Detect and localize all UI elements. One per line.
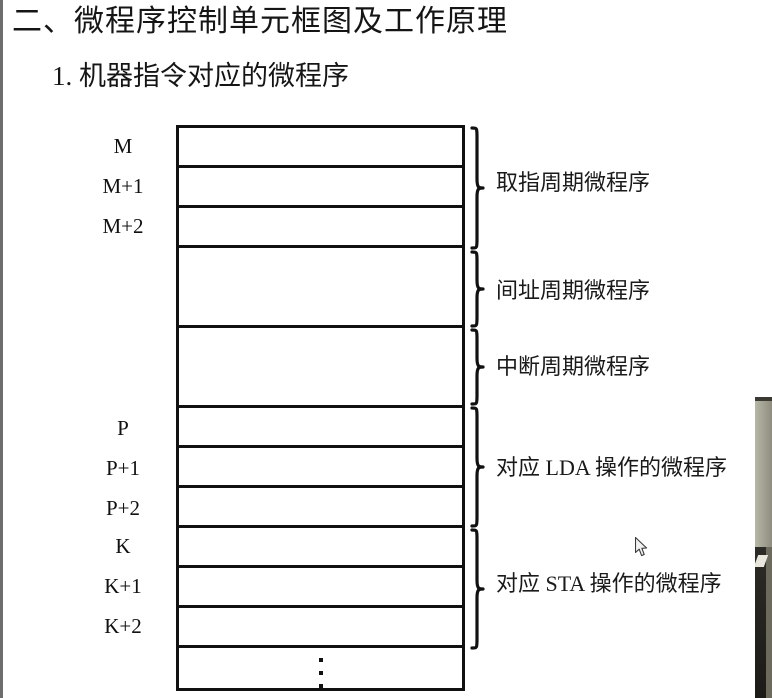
group-annotation-label: 对应 LDA 操作的微程序	[496, 455, 728, 480]
group-annotation-label: 取指周期微程序	[496, 170, 651, 195]
memory-row	[179, 168, 462, 208]
page-subtitle: 1. 机器指令对应的微程序	[52, 61, 349, 91]
memory-address-label: M	[113, 134, 133, 158]
page-title: 二、微程序控制单元框图及工作原理	[12, 5, 508, 38]
memory-row	[179, 248, 462, 328]
memory-address-label: M+2	[102, 214, 144, 238]
memory-row	[179, 328, 462, 408]
memory-row	[179, 208, 462, 248]
memory-address-label: P	[117, 416, 129, 440]
video-overlay[interactable]	[755, 397, 772, 698]
mouse-cursor-icon	[634, 536, 649, 557]
memory-address-label: P+2	[105, 496, 141, 520]
group-brace-icon	[468, 250, 490, 328]
video-overlay-top-band	[755, 397, 772, 401]
memory-row	[179, 128, 462, 168]
memory-row	[179, 528, 462, 568]
memory-address-label: K	[115, 534, 131, 558]
memory-row	[179, 608, 462, 648]
group-annotation-label: 对应 STA 操作的微程序	[496, 571, 722, 596]
video-overlay-shadow	[766, 547, 772, 698]
memory-address-label: M+1	[102, 174, 144, 198]
group-brace-icon	[468, 328, 490, 406]
video-overlay-upper-area	[755, 401, 772, 547]
memory-address-label: P+1	[105, 456, 141, 480]
vertical-ellipsis-icon	[179, 658, 462, 697]
memory-row	[179, 648, 462, 688]
group-brace-icon	[468, 406, 490, 528]
memory-address-label: K+2	[104, 614, 142, 638]
video-frame-left-edge	[0, 0, 3, 698]
group-annotation-label: 间址周期微程序	[496, 278, 651, 303]
memory-row	[179, 488, 462, 528]
memory-row	[179, 568, 462, 608]
memory-address-label: K+1	[104, 574, 142, 598]
memory-row	[179, 448, 462, 488]
group-brace-icon	[468, 528, 490, 650]
group-brace-icon	[468, 126, 490, 250]
memory-row	[179, 408, 462, 448]
control-memory-table	[176, 125, 465, 691]
group-annotation-label: 中断周期微程序	[496, 354, 651, 379]
